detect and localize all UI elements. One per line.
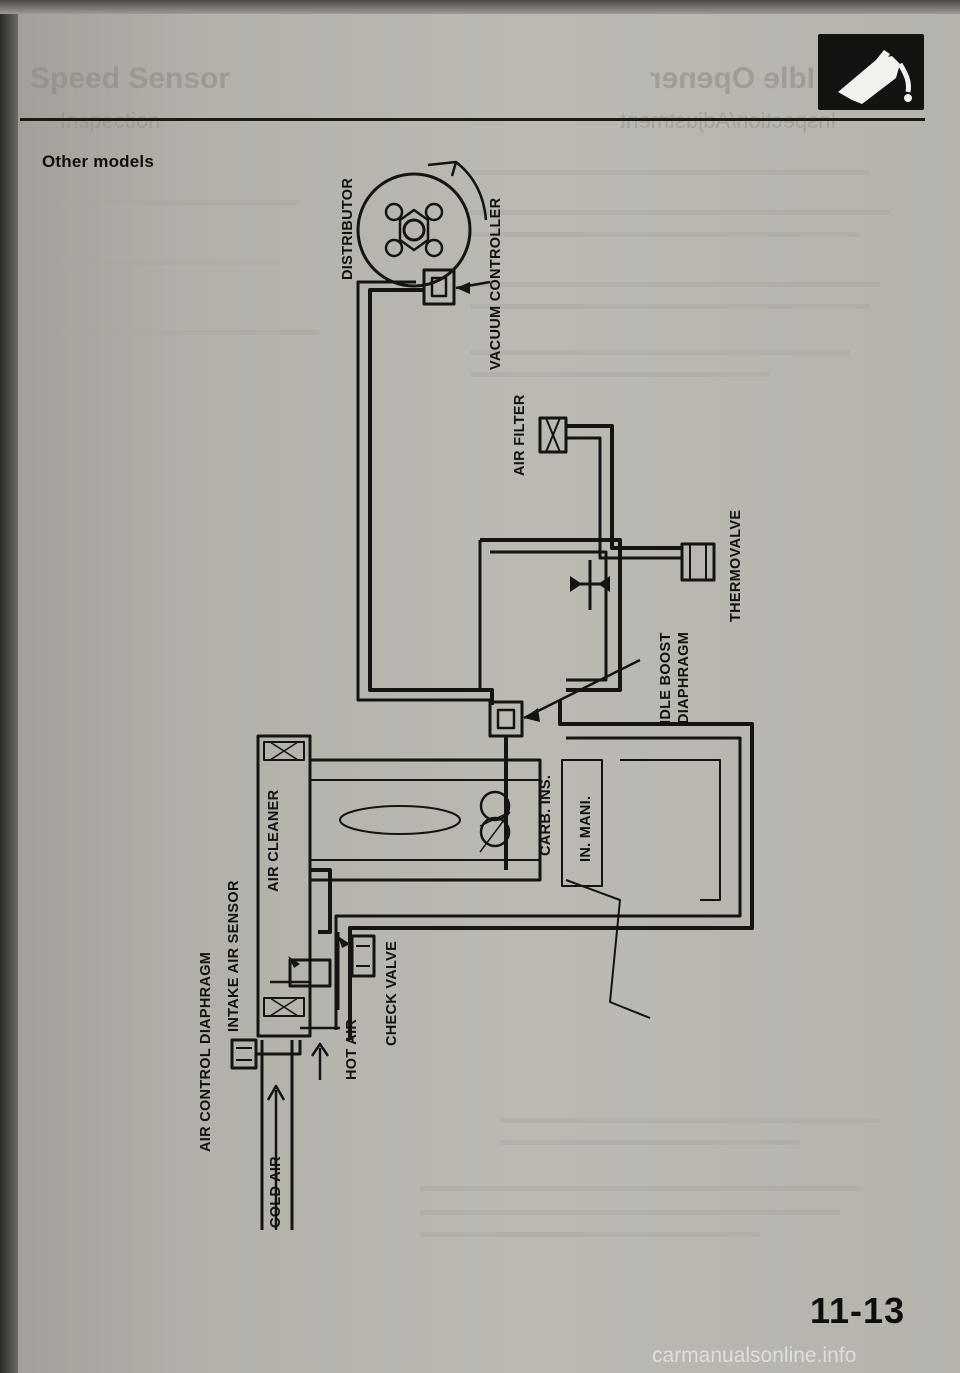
carburetor bbox=[310, 758, 603, 887]
cold-air-label: COLD AIR bbox=[268, 1156, 284, 1228]
air-filter-label: AIR FILTER bbox=[512, 394, 528, 476]
page-number: 11-13 bbox=[810, 1290, 906, 1331]
in-mani-label: IN. MANI. bbox=[578, 795, 594, 862]
check-valve bbox=[350, 934, 376, 978]
air-cleaner bbox=[256, 734, 312, 1038]
air-control-diaphragm-label: AIR CONTROL DIAPHRAGM bbox=[198, 951, 214, 1152]
air-filter bbox=[538, 416, 568, 454]
section-title: Other models bbox=[42, 152, 154, 171]
thermovalve-label: THERMOVALVE bbox=[728, 509, 744, 622]
idle-boost-label-line1: IDLE BOOST bbox=[658, 632, 674, 724]
distributor bbox=[356, 160, 488, 288]
hot-air-label: HOT AIR bbox=[344, 1018, 360, 1080]
thermovalve bbox=[680, 542, 716, 582]
carb-ins-label: CARB. INS. bbox=[538, 774, 554, 856]
fuel-nozzle-icon bbox=[818, 34, 924, 110]
bleed-through-title-left: Speed Sensor bbox=[30, 62, 231, 95]
idle-boost-label-line2: DIAPHRAGM bbox=[676, 631, 692, 724]
vacuum-controller-label: VACUUM CONTROLLER bbox=[488, 197, 504, 370]
distributor-label: DISTRIBUTOR bbox=[340, 177, 356, 280]
page-binding bbox=[0, 0, 18, 1373]
watermark: carmanualsonline.info bbox=[652, 1344, 857, 1367]
header-rule bbox=[20, 118, 925, 121]
intake-air-sensor-label: INTAKE AIR SENSOR bbox=[226, 880, 242, 1032]
air-control-diaphragm bbox=[230, 1038, 302, 1070]
check-valve-label: CHECK VALVE bbox=[384, 940, 400, 1046]
intake-air-sensor bbox=[270, 958, 332, 1010]
page-top-edge bbox=[0, 0, 960, 14]
air-cleaner-label: AIR CLEANER bbox=[266, 789, 282, 892]
vacuum-controller bbox=[422, 268, 491, 306]
